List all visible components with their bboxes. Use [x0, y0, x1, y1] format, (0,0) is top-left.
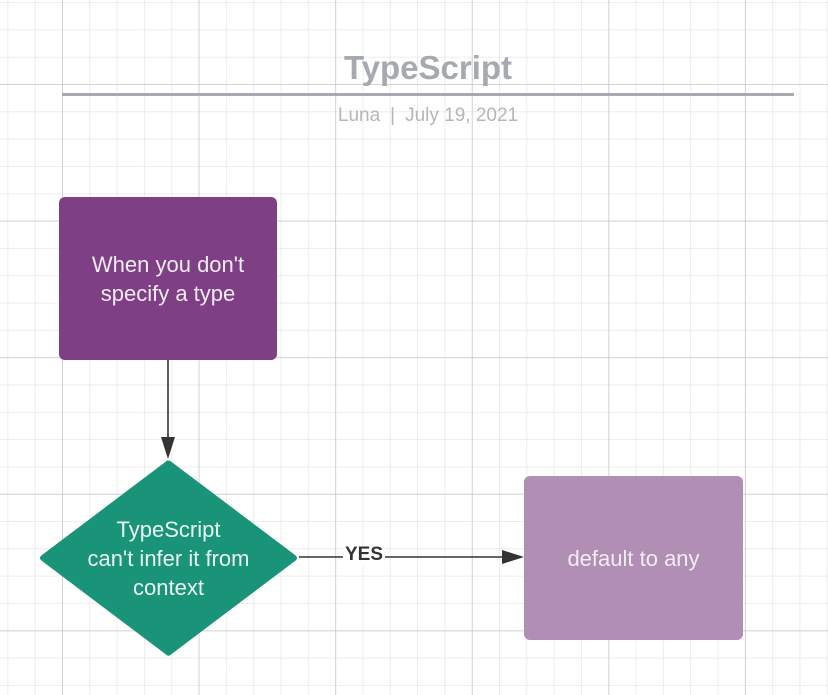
- start-node[interactable]: When you don't specify a type: [59, 197, 277, 360]
- decision-line-2: can't infer it from: [87, 545, 250, 571]
- start-node-text: When you don't specify a type: [91, 251, 245, 306]
- edge-label-yes: YES: [343, 544, 386, 566]
- arrowhead-right-icon: [502, 550, 524, 564]
- page-title: TypeScript: [343, 49, 513, 86]
- decision-node[interactable]: TypeScript can't infer it from context: [38, 459, 299, 657]
- decision-node-text: TypeScript can't infer it from context: [38, 459, 299, 657]
- diamond-shape-icon: [40, 460, 297, 656]
- title-divider: [62, 93, 794, 96]
- arrowhead-down-icon: [161, 437, 175, 459]
- decision-line-1: TypeScript: [116, 516, 221, 542]
- end-node-text: default to any: [567, 545, 700, 571]
- end-node[interactable]: default to any: [524, 476, 743, 640]
- subtitle-separator: |: [390, 105, 396, 126]
- subtitle: Luna | July 19, 2021: [62, 104, 794, 128]
- decision-line-3: context: [133, 574, 204, 600]
- edge-start-to-decision[interactable]: [161, 360, 175, 459]
- author-name: Luna: [337, 105, 381, 126]
- document-date: July 19, 2021: [405, 105, 519, 126]
- edge-decision-to-end[interactable]: [299, 550, 524, 564]
